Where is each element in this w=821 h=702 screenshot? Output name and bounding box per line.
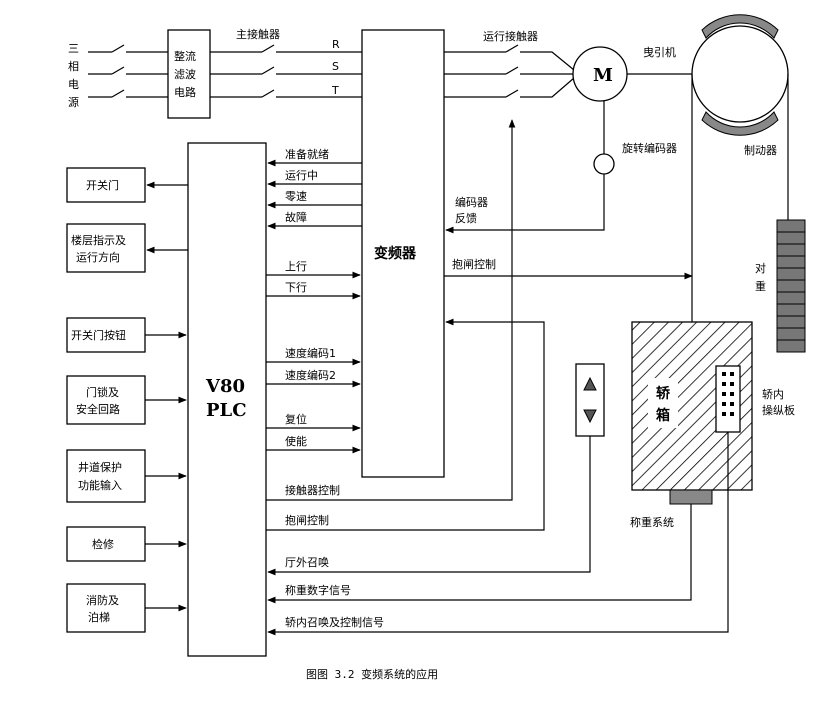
run-contactor-label: 运行接触器 <box>483 29 538 43</box>
figure-caption: 图图 3.2 变频系统的应用 <box>306 667 438 681</box>
plc-label-1: PLC <box>206 400 247 421</box>
motor-label: M <box>593 65 613 86</box>
in-weigh-signal: 称重数字信号 <box>285 583 351 597</box>
brake-shoe-bottom <box>701 111 779 136</box>
encoder-label: 旋转编码器 <box>622 141 677 155</box>
up-arrow-icon <box>583 376 597 391</box>
car-panel-label-1: 操纵板 <box>762 403 795 417</box>
cmd-speed-code-1: 速度编码1 <box>285 346 336 360</box>
cmd-down: 下行 <box>285 281 307 294</box>
left-box-5: 检修 <box>66 526 146 562</box>
counterweight-label-1: 重 <box>755 279 766 293</box>
rectifier-label-2: 电路 <box>174 86 196 99</box>
car-label-1: 箱 <box>656 407 670 424</box>
inverter-label: 变频器 <box>374 245 417 262</box>
power-label-3: 源 <box>68 95 79 109</box>
brake-label: 制动器 <box>744 144 777 157</box>
encoder-feedback-label-1: 反馈 <box>455 212 477 225</box>
plc-label-0: V80 <box>205 376 245 397</box>
rectifier-label-1: 滤波 <box>174 68 196 81</box>
supply-switches <box>88 44 168 98</box>
svg-text:开关门按钮: 开关门按钮 <box>71 328 126 342</box>
power-supply: 三 相 电 源 <box>68 42 79 109</box>
power-label-1: 相 <box>68 60 79 73</box>
svg-text:泊梯: 泊梯 <box>88 611 110 624</box>
rectifier-label-0: 整流 <box>174 49 196 63</box>
svg-text:楼层指示及: 楼层指示及 <box>71 233 126 247</box>
status-fault: 故障 <box>285 210 307 224</box>
phase-s: S <box>332 60 339 73</box>
counterweight-label-0: 对 <box>755 261 766 275</box>
phase-r: R <box>332 38 340 51</box>
cmd-reset: 复位 <box>285 412 307 426</box>
svg-text:井道保护: 井道保护 <box>78 460 122 474</box>
brake-control-inv-label: 抱闸控制 <box>452 257 496 271</box>
svg-text:安全回路: 安全回路 <box>76 402 120 416</box>
hall-call-station <box>575 363 605 437</box>
left-box-4: 井道保护 功能输入 <box>66 449 146 503</box>
cmd-up: 上行 <box>285 260 307 273</box>
svg-text:功能输入: 功能输入 <box>78 478 122 492</box>
rectifier-box <box>167 29 211 119</box>
svg-text:运行方向: 运行方向 <box>76 250 120 264</box>
svg-text:门锁及: 门锁及 <box>86 385 119 399</box>
left-box-2: 开关门按钮 <box>66 317 146 353</box>
left-box-6: 消防及 泊梯 <box>66 583 146 633</box>
svg-text:检修: 检修 <box>92 537 114 551</box>
svg-text:消防及: 消防及 <box>86 593 119 607</box>
cmd-speed-code-2: 速度编码2 <box>285 368 336 382</box>
power-label-0: 三 <box>68 42 79 55</box>
car-label-0: 轿 <box>656 385 671 402</box>
left-box-0: 开关门 <box>66 167 146 203</box>
status-zero-speed: 零速 <box>285 190 307 203</box>
weigh-label: 称重系统 <box>630 515 674 529</box>
power-label-2: 电 <box>68 78 79 91</box>
brake-shoe-top <box>701 14 779 39</box>
left-box-3: 门锁及 安全回路 <box>66 375 146 425</box>
status-running: 运行中 <box>285 169 318 182</box>
encoder-feedback-label-0: 编码器 <box>455 195 488 209</box>
out-brake-control: 抱闸控制 <box>285 513 329 527</box>
in-hall-call: 厅外召唤 <box>285 555 329 569</box>
inverter-box <box>361 29 445 478</box>
weighing-device <box>669 489 713 505</box>
phase-t: T <box>331 84 339 97</box>
traction-sheave <box>691 25 789 123</box>
left-box-1: 楼层指示及 运行方向 <box>66 223 146 273</box>
down-arrow-icon <box>583 409 597 424</box>
traction-label: 曳引机 <box>643 45 676 59</box>
main-contactor-label: 主接触器 <box>236 27 280 41</box>
counterweight <box>776 219 806 353</box>
svg-text:开关门: 开关门 <box>86 178 119 192</box>
status-ready: 准备就绪 <box>285 147 329 161</box>
car-panel-label-0: 轿内 <box>762 387 784 401</box>
in-car-call-signal: 轿内召唤及控制信号 <box>285 615 384 629</box>
encoder-circle <box>593 153 615 175</box>
out-contactor-control: 接触器控制 <box>285 483 340 497</box>
cmd-enable: 使能 <box>285 434 307 448</box>
plc-box <box>187 142 267 657</box>
car-panel-buttons <box>722 372 734 416</box>
car-panel <box>715 365 741 433</box>
